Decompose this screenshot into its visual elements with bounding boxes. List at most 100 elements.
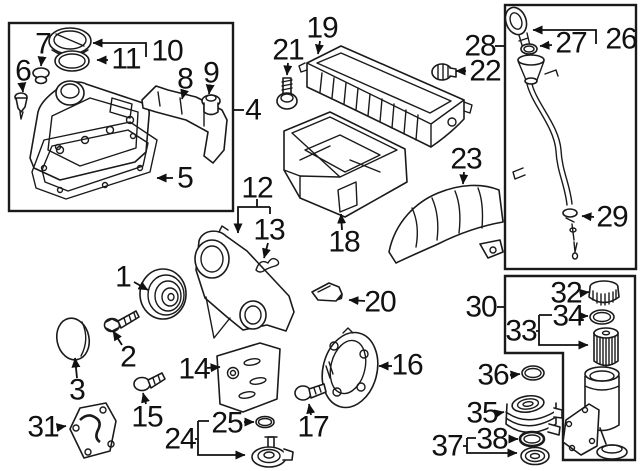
clip-drawing bbox=[255, 257, 280, 273]
upper-timing-cover-drawing bbox=[194, 225, 295, 339]
leader-c23 bbox=[459, 171, 469, 185]
leader-c7 bbox=[37, 56, 47, 67]
leader-c13 bbox=[262, 242, 271, 259]
callout-27: 27 bbox=[555, 27, 587, 60]
lower-oring-drawing bbox=[518, 430, 546, 448]
leader-c18 bbox=[337, 213, 347, 231]
callout-18: 18 bbox=[328, 226, 360, 259]
callout-19: 19 bbox=[306, 12, 338, 45]
leader-c36 bbox=[509, 370, 521, 380]
callout-1: 1 bbox=[115, 261, 131, 294]
callout-25: 25 bbox=[211, 407, 243, 440]
leader-c2 bbox=[112, 330, 123, 346]
drain-plug-drawing bbox=[431, 63, 457, 81]
leader-c19 bbox=[314, 40, 324, 55]
sensor-oring-drawing bbox=[255, 415, 275, 429]
gasket-drawing bbox=[31, 121, 158, 200]
lower-pan-drawing bbox=[283, 111, 408, 218]
cooler-oring-drawing bbox=[521, 365, 545, 381]
sealant-drawing bbox=[311, 282, 343, 302]
lower-timing-cover-drawing bbox=[216, 342, 281, 413]
callout-12: 12 bbox=[241, 172, 273, 205]
callout-11: 11 bbox=[111, 43, 140, 76]
leader-c21 bbox=[283, 62, 293, 76]
leader-c24 bbox=[195, 420, 245, 455]
pulley-drawing bbox=[139, 268, 187, 320]
callout-35: 35 bbox=[466, 397, 498, 430]
callout-24: 24 bbox=[164, 423, 196, 456]
engine-front-drawing bbox=[55, 225, 379, 468]
inset-boxes bbox=[7, 3, 638, 462]
inset-box-oil-filter bbox=[503, 274, 637, 462]
upper-pan-drawing bbox=[298, 45, 473, 148]
callout-38: 38 bbox=[476, 423, 508, 456]
callout-9: 9 bbox=[203, 57, 219, 90]
oval-cover-drawing bbox=[55, 317, 91, 361]
callout-33: 33 bbox=[505, 315, 537, 348]
callout-32: 32 bbox=[550, 277, 582, 310]
leader-lines bbox=[17, 25, 597, 455]
callout-3: 3 bbox=[69, 374, 85, 407]
callout-30: 30 bbox=[465, 291, 497, 324]
leader-c3 bbox=[71, 357, 81, 379]
callout-10: 10 bbox=[151, 35, 183, 68]
lower-cover-drawing bbox=[388, 184, 504, 264]
callout-14: 14 bbox=[178, 353, 210, 386]
leader-c37 bbox=[463, 437, 517, 453]
valve-cover-drawing bbox=[14, 27, 228, 200]
callout-23: 23 bbox=[450, 143, 482, 176]
oil-cooler-drawing bbox=[505, 394, 563, 436]
leader-c6 bbox=[17, 82, 27, 93]
callout-29: 29 bbox=[596, 201, 628, 234]
seal-plate-drawing bbox=[321, 327, 379, 409]
dipstick-drawing bbox=[504, 6, 579, 260]
callout-17: 17 bbox=[297, 411, 329, 444]
inset-box-dipstick bbox=[503, 3, 638, 271]
callout-8: 8 bbox=[177, 63, 193, 96]
callout-15: 15 bbox=[131, 401, 163, 434]
cover-plug-drawing bbox=[201, 94, 221, 116]
front-bolt-drawing bbox=[133, 372, 166, 392]
leader-c20 bbox=[348, 296, 366, 306]
callout-labels: 1 2 3 4 5 6 7 8 9 10 11 12 13 14 15 16 1… bbox=[15, 12, 638, 463]
oil-sensor-drawing bbox=[251, 436, 294, 468]
leader-c15 bbox=[141, 392, 150, 405]
leader-c1 bbox=[133, 281, 149, 291]
callout-7: 7 bbox=[35, 28, 51, 61]
callout-4: 4 bbox=[245, 94, 261, 127]
callout-22: 22 bbox=[469, 55, 501, 88]
callout-16: 16 bbox=[391, 349, 423, 382]
leader-c17 bbox=[306, 403, 316, 416]
leader-c29 bbox=[581, 212, 595, 222]
filter-cap-drawing bbox=[588, 280, 620, 306]
pulley-bolt-drawing bbox=[103, 310, 140, 333]
leader-c31 bbox=[55, 423, 67, 433]
leader-c12 bbox=[238, 199, 271, 233]
callout-20: 20 bbox=[364, 286, 396, 319]
leader-c35 bbox=[493, 409, 505, 419]
leader-c33 bbox=[536, 314, 588, 345]
seal-disc-drawing bbox=[520, 446, 550, 466]
pan-bolt-drawing bbox=[276, 77, 298, 110]
oil-filter-drawing bbox=[505, 280, 628, 466]
filter-element-drawing bbox=[593, 327, 619, 367]
cap-seal-drawing bbox=[54, 50, 90, 72]
cap-oring-drawing bbox=[589, 309, 615, 325]
callout-21: 21 bbox=[272, 34, 304, 67]
callout-5: 5 bbox=[177, 162, 193, 195]
inset-box-valve-cover bbox=[7, 21, 235, 213]
bracket-plate-drawing bbox=[69, 402, 117, 459]
callout-37: 37 bbox=[431, 430, 463, 463]
callout-34: 34 bbox=[552, 300, 584, 333]
leader-c32 bbox=[578, 288, 590, 298]
leader-c14 bbox=[206, 363, 221, 373]
filter-housing-drawing bbox=[562, 366, 628, 460]
callout-31: 31 bbox=[27, 411, 59, 444]
callout-13: 13 bbox=[253, 214, 285, 247]
leader-c9 bbox=[205, 84, 215, 95]
callout-6: 6 bbox=[15, 55, 31, 88]
leader-c10 bbox=[92, 38, 147, 57]
leader-c26 bbox=[532, 25, 597, 44]
